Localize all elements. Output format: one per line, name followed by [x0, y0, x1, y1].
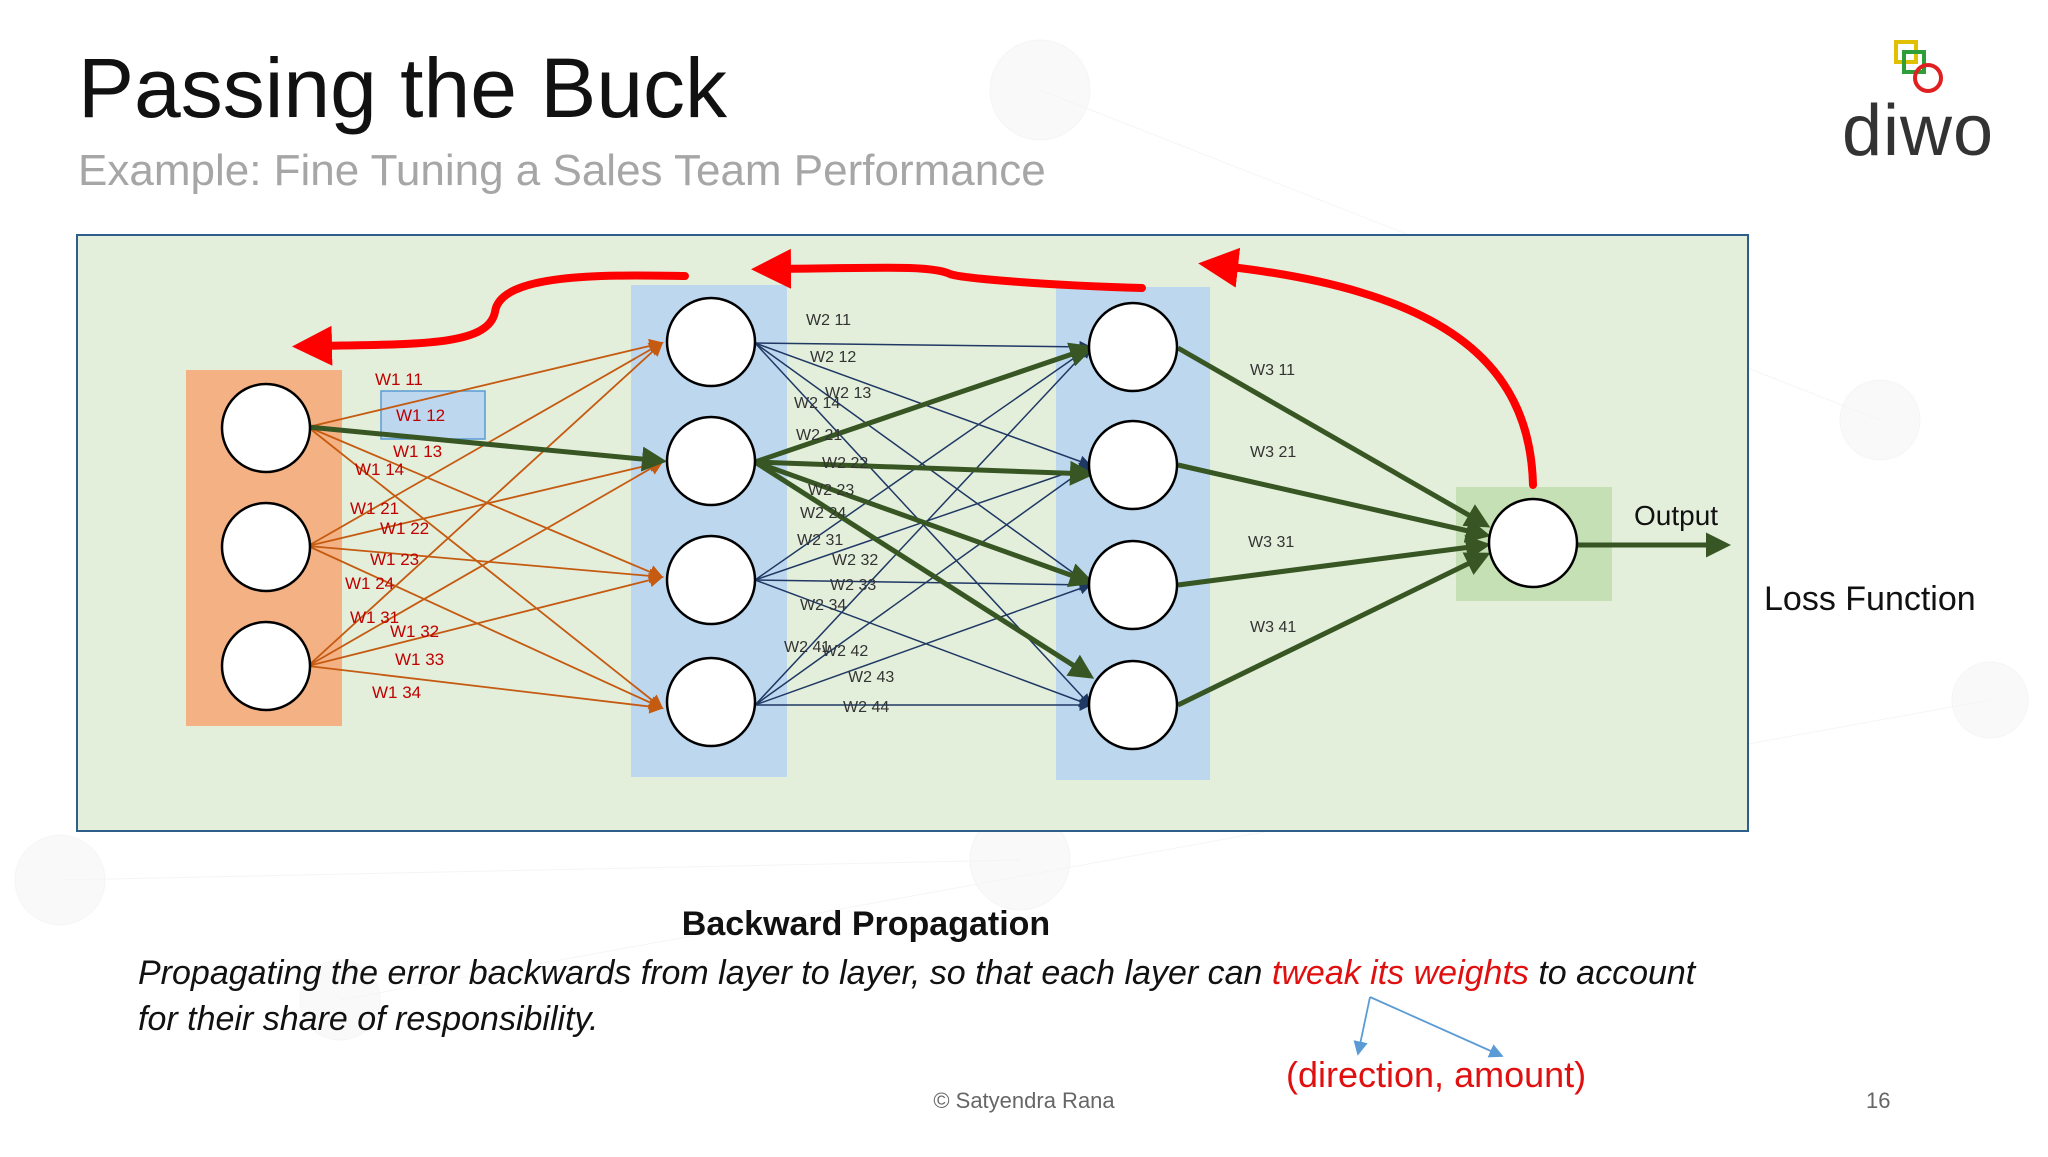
w1-label: W1 14: [355, 460, 404, 479]
w2-label: W2 21: [796, 427, 842, 444]
neuron-h1-1: [665, 296, 757, 388]
w1-label: W1 33: [395, 650, 444, 669]
hidden1-neurons: [665, 296, 757, 748]
w2-edges: [754, 340, 1092, 711]
hidden2-neurons: [1087, 301, 1179, 751]
w2-edges-highlight: [753, 342, 1095, 679]
logo-wordmark: diwo: [1842, 91, 1995, 171]
w1-label: W1 24: [345, 574, 394, 593]
input-neurons: [220, 382, 312, 712]
neuron-h2-1: [1087, 301, 1179, 393]
w2-label: W2 23: [808, 482, 854, 499]
w1-labels: W1 11 W1 12 W1 13 W1 14 W1 21 W1 22 W1 2…: [345, 370, 445, 702]
neuron-h2-2: [1087, 419, 1179, 511]
w3-edges: [1176, 345, 1491, 708]
w2-label: W2 33: [830, 577, 876, 594]
w3-label: W3 41: [1250, 619, 1296, 636]
w2-label: W2 31: [797, 532, 843, 549]
loss-function-label: Loss Function: [1764, 580, 1976, 618]
w3-labels: W3 11 W3 21 W3 31 W3 41: [1248, 362, 1296, 636]
w3-label: W3 11: [1250, 362, 1295, 379]
direction-amount-label: (direction, amount): [1286, 1054, 1587, 1095]
slide-title: Passing the Buck: [78, 41, 728, 135]
w2-label: W2 44: [843, 699, 889, 716]
w1-label: W1 12: [396, 406, 445, 425]
w3-label: W3 21: [1250, 444, 1296, 461]
neuron-h1-2: [665, 415, 757, 507]
tweak-pointer-arrows: [1353, 996, 1504, 1058]
w1-label: W1 11: [375, 370, 423, 389]
w2-label: W2 34: [800, 597, 846, 614]
page-number: 16: [1866, 1088, 1891, 1113]
diwo-logo: diwo: [1820, 30, 2020, 180]
backprop-description: Propagating the error backwards from lay…: [138, 950, 1738, 1042]
backprop-arrow-2: [751, 248, 1146, 292]
neuron-h2-4: [1087, 659, 1179, 751]
backprop-text-before: Propagating the error backwards from lay…: [138, 954, 1272, 992]
neuron-h2-3: [1087, 539, 1179, 631]
backprop-arrow-1: [292, 271, 689, 366]
neuron-input-2: [220, 501, 312, 593]
neuron-input-3: [220, 620, 312, 712]
w1-label: W1 23: [370, 550, 419, 569]
backprop-arrows: [292, 247, 1537, 489]
w1-label: W1 34: [372, 683, 421, 702]
output-label: Output: [1634, 500, 1719, 531]
neuron-h1-4: [665, 656, 757, 748]
w3-label: W3 31: [1248, 534, 1294, 551]
slide-subtitle: Example: Fine Tuning a Sales Team Perfor…: [78, 146, 1046, 195]
copyright-footer: © Satyendra Rana: [933, 1088, 1115, 1113]
neuron-input-1: [220, 382, 312, 474]
w2-label: W2 11: [806, 312, 851, 329]
w2-label: W2 22: [822, 455, 868, 472]
highlight-weight-box: [380, 390, 486, 440]
w2-label: W2 24: [800, 505, 846, 522]
w2-label: W2 42: [822, 643, 868, 660]
w2-labels: W2 11 W2 12 W2 13 W2 14 W2 21 W2 22 W2 2…: [784, 312, 894, 716]
w1-label: W1 22: [380, 519, 429, 538]
w1-label: W1 32: [390, 622, 439, 641]
neuron-h1-3: [665, 534, 757, 626]
neuron-output: [1487, 497, 1579, 589]
logo-mark-icon: [1894, 40, 1943, 93]
w2-label: W2 13: [825, 385, 871, 402]
w2-label: W2 12: [810, 349, 856, 366]
backprop-arrow-3: [1198, 247, 1537, 489]
backprop-text-after: to account for their share of responsibi…: [138, 954, 1696, 1038]
w1-label: W1 21: [350, 499, 399, 518]
w2-label: W2 14: [794, 395, 840, 412]
w2-label: W2 32: [832, 552, 878, 569]
w2-label: W2 41: [784, 639, 830, 656]
backprop-text-highlight: tweak its weights: [1271, 954, 1529, 992]
w1-edge-highlight: [307, 424, 667, 472]
background-decoration: [14, 39, 2029, 1041]
w1-label: W1 13: [393, 442, 442, 461]
backprop-heading: Backward Propagation: [681, 905, 1051, 943]
w1-label: W1 31: [350, 608, 399, 627]
w2-label: W2 43: [848, 669, 894, 686]
